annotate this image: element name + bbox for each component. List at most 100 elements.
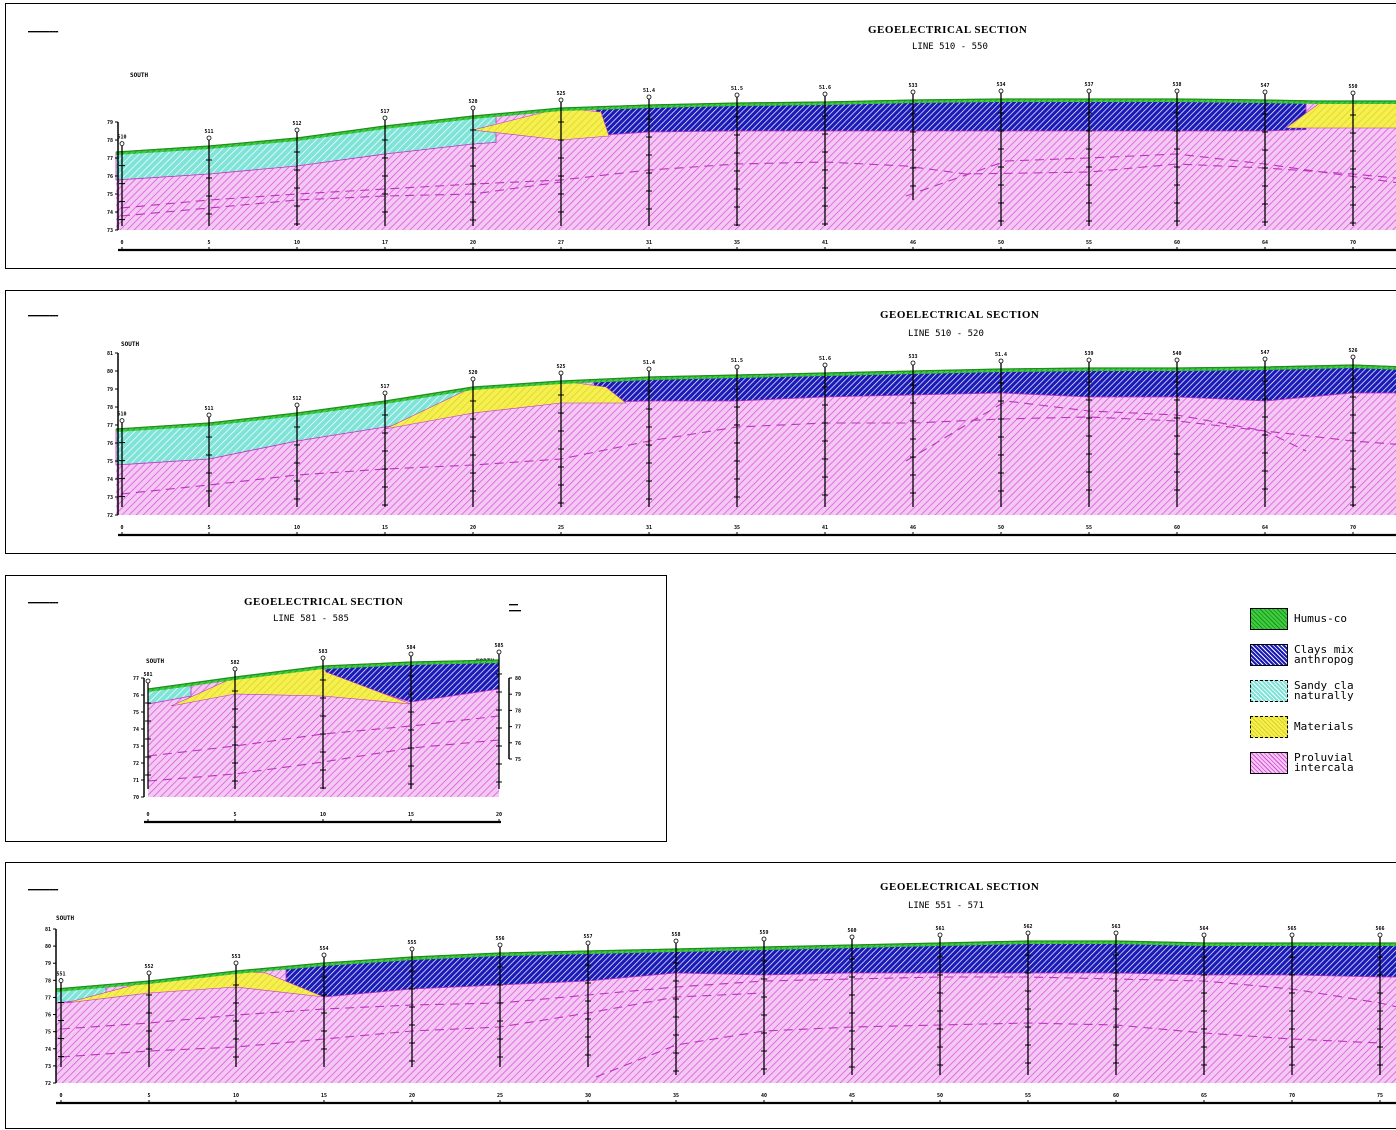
sounding-marker	[1289, 932, 1295, 938]
sounding-label: 51.6	[819, 356, 831, 362]
legend-swatch-sandy	[1250, 680, 1288, 702]
scale-stamp: ▬▬▬▬▬▬▬	[509, 602, 522, 614]
sounding-label: 562	[1023, 924, 1032, 930]
sounding-marker	[470, 376, 476, 382]
sounding-label: 555	[407, 940, 416, 946]
x-tick-label: 17	[382, 240, 388, 246]
x-tick-label: 35	[734, 525, 740, 531]
sounding-0: 510	[117, 412, 127, 507]
sounding-marker	[1086, 88, 1092, 94]
sounding-marker	[998, 88, 1004, 94]
section-title: GEOELECTRICAL SECTION	[880, 881, 1040, 893]
y-tick-label: 78	[45, 978, 51, 984]
sounding-label: 511	[204, 406, 213, 412]
sounding-label: 565	[1287, 926, 1296, 932]
sounding-3: 517	[380, 384, 390, 507]
sounding-label: 51.4	[643, 88, 655, 94]
contact-line	[120, 416, 1396, 495]
y-tick-label: 75	[133, 710, 139, 716]
sounding-marker	[673, 938, 679, 944]
y-tick-label: 74	[107, 477, 113, 483]
sounding-label: 534	[996, 82, 1005, 88]
y-tick-right-label: 75	[515, 757, 521, 763]
layers	[115, 98, 1396, 230]
sounding-label: 547	[1260, 350, 1269, 356]
sounding-0: 551	[56, 972, 66, 1067]
x-tick-label: 0	[59, 1093, 62, 1099]
sounding-marker	[382, 115, 388, 121]
sounding-marker	[1262, 356, 1268, 362]
y-tick-label: 73	[107, 495, 113, 501]
legend-item-humus: Humus-co	[1250, 608, 1396, 638]
sounding-15: 566	[1375, 926, 1385, 1075]
y-tick-label: 80	[107, 369, 113, 375]
y-tick-label: 74	[133, 727, 139, 733]
sounding-marker	[998, 358, 1004, 364]
surface-line	[115, 364, 1396, 430]
x-tick-label: 55	[1086, 525, 1092, 531]
y-tick-label: 79	[107, 387, 113, 393]
sounding-5: 556	[495, 936, 505, 1067]
sounding-13: 547	[1260, 83, 1270, 226]
x-tick-label: 60	[1113, 1093, 1119, 1099]
sounding-12: 540	[1172, 351, 1182, 507]
sounding-label: 520	[468, 99, 477, 105]
sounding-8: 51.6	[819, 85, 831, 226]
sounding-label: 553	[231, 954, 240, 960]
sounding-label: 563	[1111, 924, 1120, 930]
sounding-marker	[470, 105, 476, 111]
corner-stamp: ▬▬▬▬▬▬▬▬▬▬	[28, 29, 59, 35]
sounding-4: 520	[468, 99, 478, 226]
sounding-label: 585	[494, 643, 503, 649]
direction-label: SOUTH	[121, 341, 140, 348]
legend-text: Clays mix anthropog	[1294, 643, 1354, 666]
sounding-4: 555	[407, 940, 417, 1067]
x-tick-label: 41	[822, 525, 828, 531]
x-tick-label: 25	[558, 525, 564, 531]
direction-label: SOUTH	[56, 915, 75, 922]
sounding-14: 550	[1348, 84, 1358, 226]
sounding-label: 540	[1172, 351, 1181, 357]
section-title: GEOELECTRICAL SECTION	[880, 309, 1040, 321]
sounding-label: 517	[380, 109, 389, 115]
contact-line	[120, 161, 1396, 209]
y-tick-label: 76	[45, 1013, 51, 1019]
layers	[115, 364, 1396, 515]
section-subtitle: LINE 510 - 520	[908, 329, 984, 339]
x-tick-label: 20	[409, 1093, 415, 1099]
y-tick-label: 76	[133, 693, 139, 699]
sounding-marker	[585, 940, 591, 946]
direction-label: SOUTH	[130, 72, 149, 79]
sounding-label: 566	[1375, 926, 1384, 932]
x-tick-label: 0	[120, 525, 123, 531]
sounding-marker	[1086, 357, 1092, 363]
y-tick-label: 76	[107, 441, 113, 447]
sounding-5: 525	[556, 91, 566, 226]
sounding-13: 547	[1260, 350, 1270, 507]
y-tick-label: 77	[107, 156, 113, 162]
sounding-marker	[496, 649, 502, 655]
sounding-marker	[822, 362, 828, 368]
sounding-marker	[408, 651, 414, 657]
sounding-10: 561	[935, 926, 945, 1075]
sounding-10: 534	[996, 82, 1006, 226]
sounding-label: 547	[1260, 83, 1269, 89]
sounding-1: 511	[204, 129, 214, 226]
legend-item-clays: Clays mix anthropog	[1250, 644, 1396, 674]
sounding-7: 51.5	[731, 358, 743, 507]
contact-line	[905, 153, 1396, 197]
sounding-marker	[382, 390, 388, 396]
x-tick-label: 5	[207, 240, 210, 246]
x-tick-label: 20	[496, 812, 502, 818]
sounding-marker	[646, 94, 652, 100]
sounding-9: 533	[908, 354, 918, 507]
sounding-marker	[206, 412, 212, 418]
layer-mat-wedge	[1285, 100, 1396, 129]
sounding-label: 539	[1084, 351, 1093, 357]
sounding-2: 512	[292, 121, 302, 226]
sounding-label: 561	[935, 926, 944, 932]
contact-line	[120, 181, 562, 217]
